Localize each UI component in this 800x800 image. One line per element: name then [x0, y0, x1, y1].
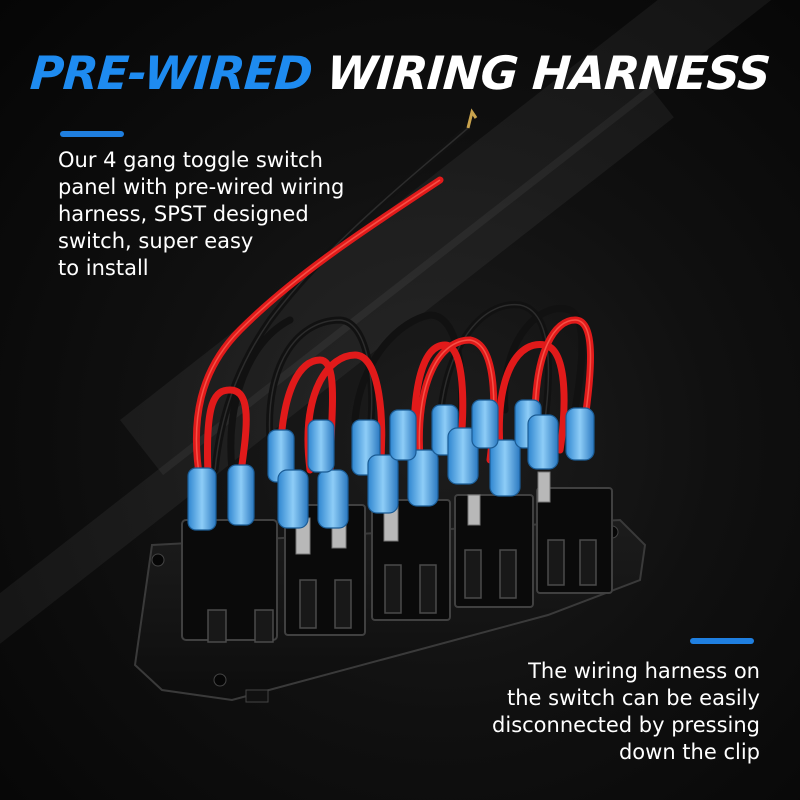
right-description-line: down the clip	[618, 740, 760, 764]
left-description-line: Our 4 gang toggle switch	[58, 148, 323, 172]
left-description-line: panel with pre-wired wiring	[58, 175, 345, 199]
left-description-line: switch, super easy	[58, 229, 254, 253]
left-description-line: to install	[58, 256, 149, 280]
right-accent-bar	[690, 638, 754, 644]
right-description-line: The wiring harness on	[528, 659, 760, 683]
left-accent-bar	[60, 131, 124, 137]
switch-clips	[207, 539, 597, 643]
left-description: Our 4 gang toggle switch panel with pre-…	[58, 147, 344, 282]
bare-wire-tip	[466, 108, 478, 129]
blue-connectors	[187, 399, 595, 531]
left-description-line: harness, SPST designed	[58, 202, 309, 226]
right-description-line: the switch can be easily	[506, 686, 760, 710]
right-description-line: disconnected by pressing	[492, 713, 760, 737]
right-description: The wiring harness on the switch can be …	[492, 658, 760, 766]
black-wires-stroke	[214, 127, 550, 471]
